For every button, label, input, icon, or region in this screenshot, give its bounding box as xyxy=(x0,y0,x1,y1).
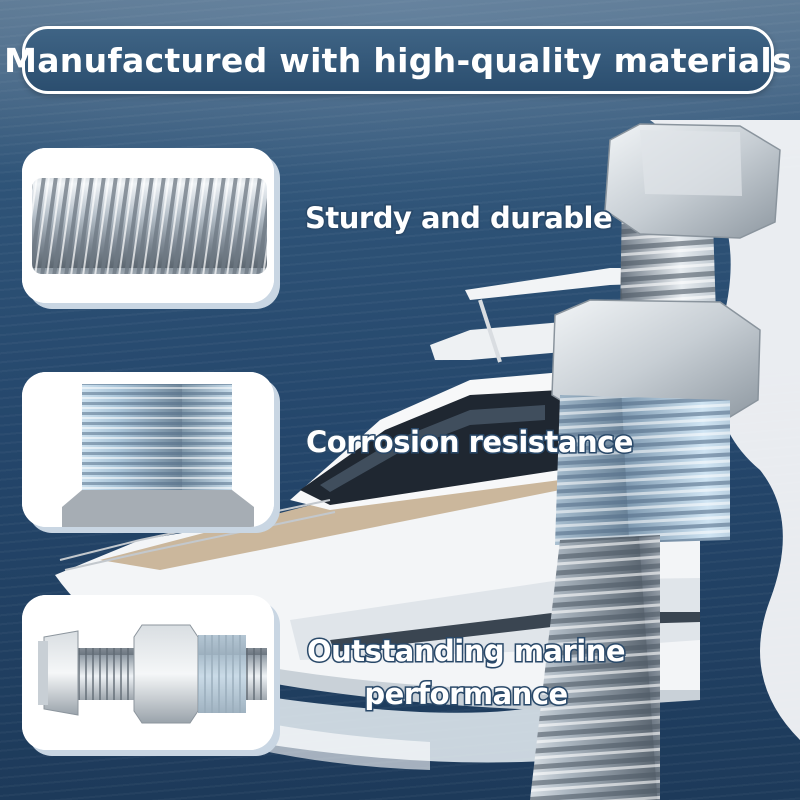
nut-thread-image xyxy=(22,372,274,527)
header-banner: Manufactured with high-quality materials xyxy=(4,26,792,94)
feature-image-nut xyxy=(22,372,274,527)
feature-label-sturdy: Sturdy and durable xyxy=(303,200,614,237)
feature-image-threads xyxy=(22,148,274,303)
feature-label-marine-line2: performance xyxy=(363,676,570,713)
feature-label-marine: Outstanding marine performance xyxy=(305,630,627,716)
header-title: Manufactured with high-quality materials xyxy=(4,40,792,80)
threaded-rod-image xyxy=(22,148,274,303)
feature-label-marine-line1: Outstanding marine xyxy=(305,633,627,670)
bolt-with-nut-image xyxy=(22,595,274,750)
feature-label-corrosion: Corrosion resistance xyxy=(305,424,635,461)
feature-image-bolt xyxy=(22,595,274,750)
